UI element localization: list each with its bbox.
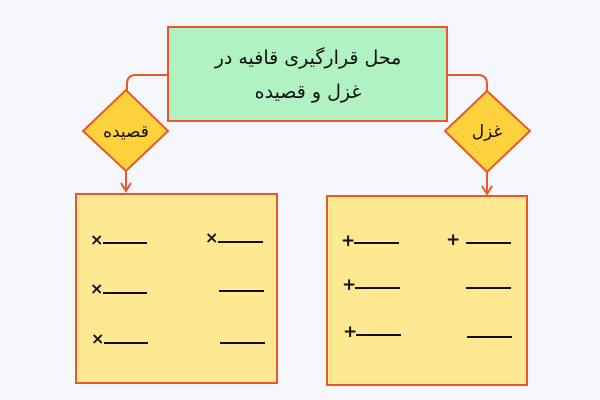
- ghazal-box: [326, 195, 528, 386]
- connector-right: [447, 74, 488, 91]
- plus-mark: +: [342, 275, 356, 295]
- qasideh-box: [75, 193, 278, 384]
- title-box: [167, 26, 448, 122]
- cross-mark: ×: [90, 230, 103, 249]
- diamond-qasideh: [81, 88, 170, 173]
- qasideh-row: ×: [90, 279, 264, 298]
- cross-mark: ×: [90, 279, 103, 298]
- qasideh-row: ×: [91, 329, 265, 348]
- diamond-ghazal: [443, 89, 532, 174]
- cross-mark: ×: [205, 228, 218, 247]
- qasideh-row: × ×: [90, 228, 263, 249]
- cross-mark: ×: [91, 329, 104, 348]
- diamond-ghazal-label: غزل: [472, 122, 503, 142]
- plus-mark: +: [341, 231, 355, 251]
- plus-mark: +: [343, 322, 357, 342]
- ghazal-row: + +: [341, 230, 511, 251]
- title-line-1: محل قرارگیری قافیه در: [214, 46, 402, 69]
- ghazal-row: +: [343, 322, 512, 342]
- ghazal-row: +: [342, 275, 511, 295]
- connector-left: [126, 74, 168, 91]
- arrow-left: [120, 171, 132, 193]
- plus-mark: +: [446, 230, 460, 250]
- title-line-2: غزل و قصیده: [255, 81, 362, 103]
- arrow-right: [481, 172, 493, 196]
- diamond-qasideh-label: قصیده: [103, 122, 149, 142]
